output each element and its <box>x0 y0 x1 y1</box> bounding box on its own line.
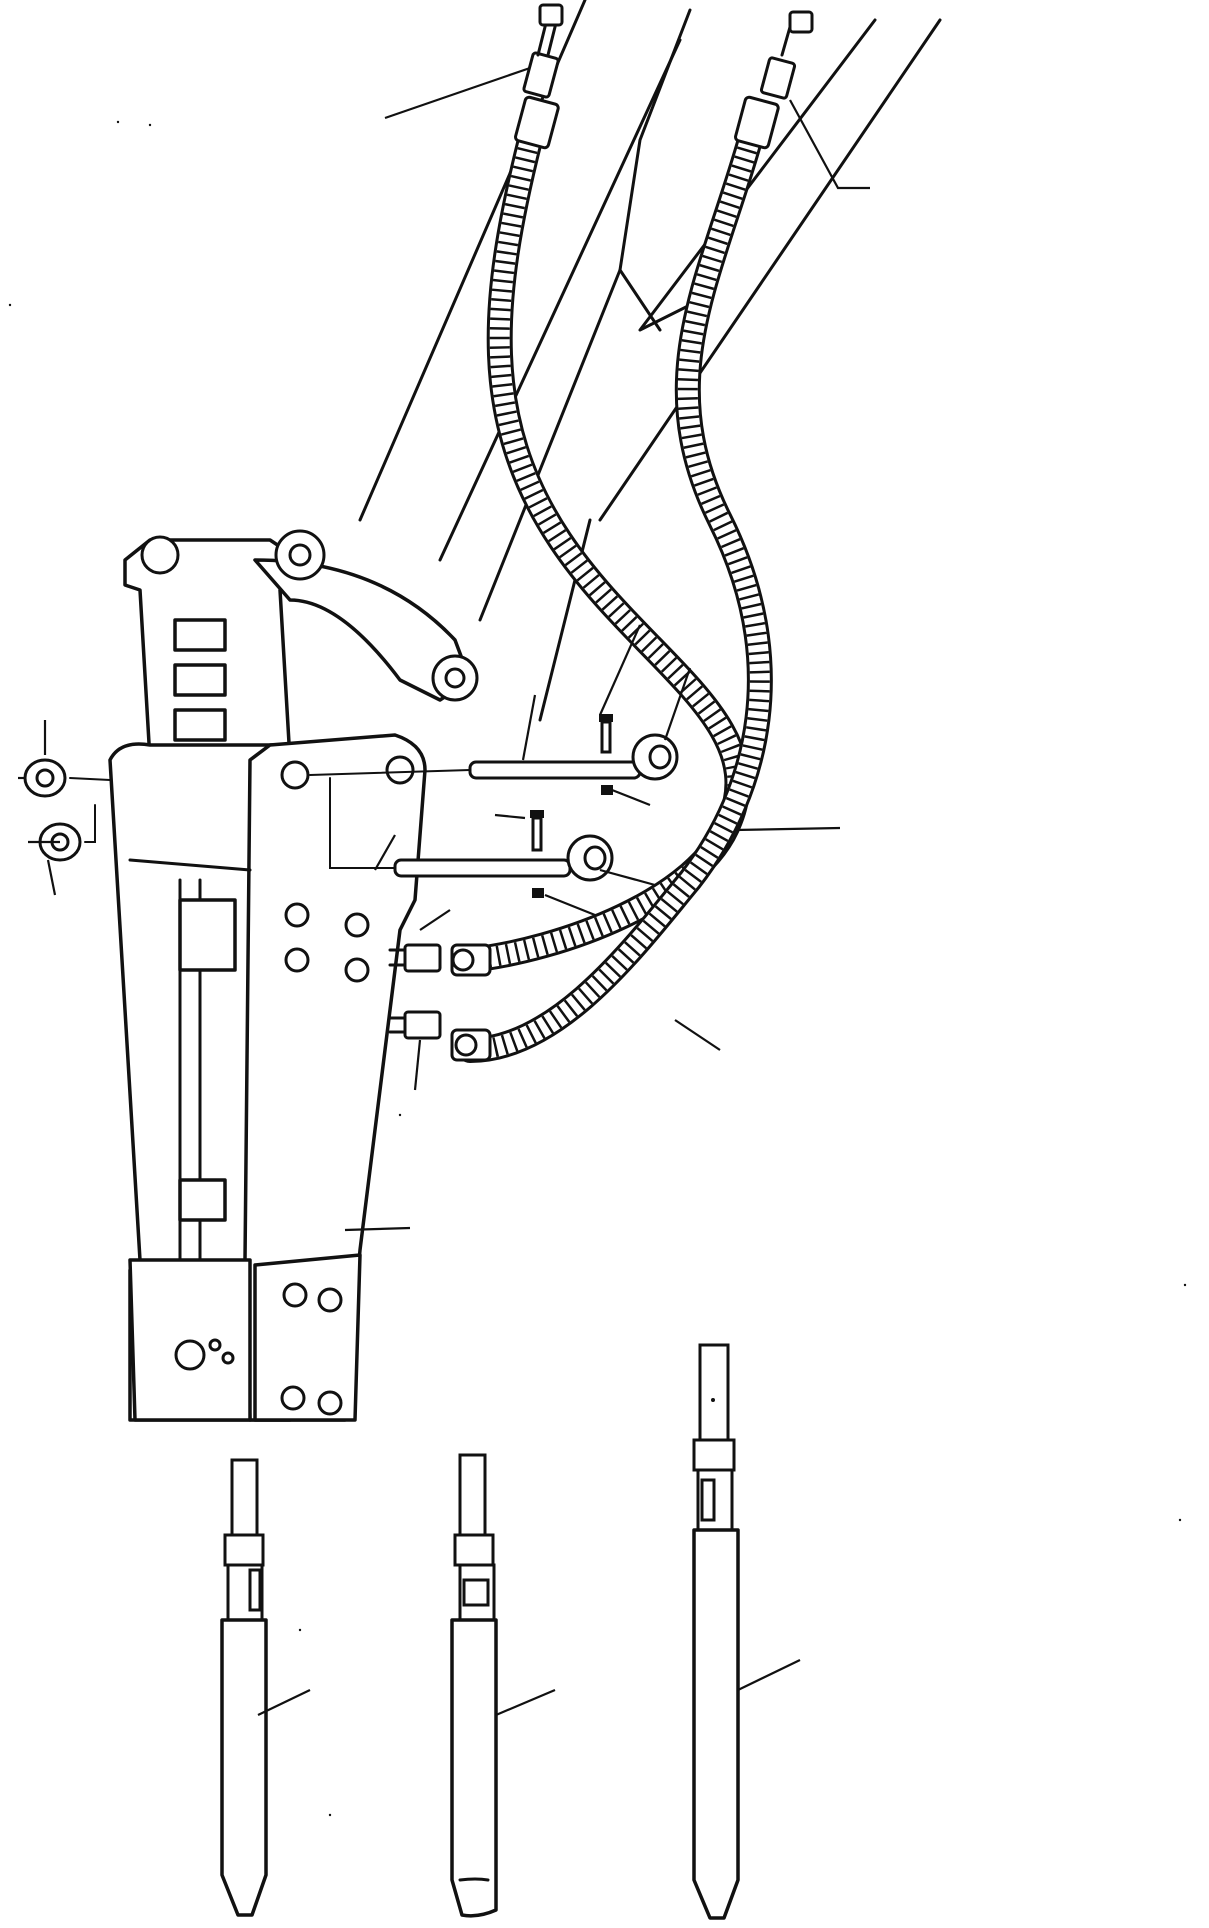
bushing <box>23 758 111 798</box>
hose-end-fitting <box>388 943 492 977</box>
lock-nut <box>532 888 544 898</box>
chisel-wedge-tool <box>450 1453 498 1918</box>
hydraulic-hose <box>457 127 773 1063</box>
chisel-long-point-tool <box>692 1343 740 1920</box>
bushing <box>566 834 614 882</box>
decorative-dots <box>8 120 1187 1817</box>
hydraulic-hose <box>457 127 751 973</box>
boom-arm <box>358 0 942 722</box>
hose-end-fitting <box>388 1010 492 1062</box>
lock-bolt <box>599 714 613 754</box>
hose-end-fitting <box>734 10 814 150</box>
lock-bolt <box>530 810 544 852</box>
hose-end-fitting <box>514 3 564 150</box>
breaker-mount-bracket <box>123 529 479 762</box>
hydraulic-breaker-body <box>108 733 427 1422</box>
chisel-point-tool <box>220 1458 268 1917</box>
lock-nut <box>601 785 613 795</box>
bushing <box>38 804 96 862</box>
bushing <box>631 733 679 781</box>
callout-leaders <box>18 66 870 1717</box>
